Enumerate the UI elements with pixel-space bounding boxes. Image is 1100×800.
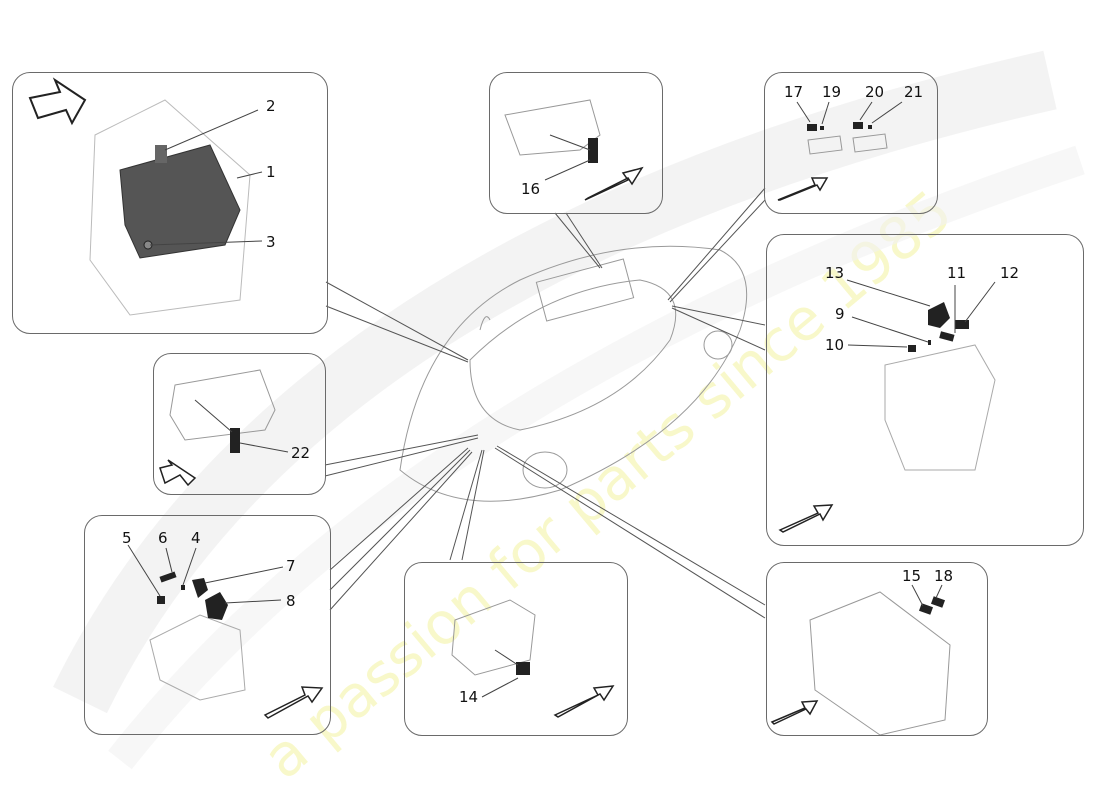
direction-arrow-icon (777, 177, 829, 201)
callout-12: 12 (1000, 264, 1020, 282)
leader-lines (324, 187, 766, 619)
callout-16: 16 (521, 180, 541, 198)
callout-5: 5 (122, 529, 132, 547)
direction-arrow-icon (778, 504, 834, 533)
callout-6: 6 (158, 529, 168, 547)
callout-11: 11 (947, 264, 967, 282)
callout-19: 19 (822, 83, 842, 101)
panel-body-control-unit (12, 72, 328, 334)
direction-arrow-icon (584, 166, 644, 201)
callout-14: 14 (459, 688, 479, 706)
callout-13: 13 (825, 264, 845, 282)
callout-20: 20 (865, 83, 885, 101)
callout-18: 18 (934, 567, 954, 585)
callout-8: 8 (286, 592, 296, 610)
callout-2: 2 (266, 97, 276, 115)
direction-arrow-icon (553, 685, 615, 718)
direction-arrow-icon (263, 686, 324, 719)
callout-22: 22 (291, 444, 311, 462)
panel-battery (766, 562, 988, 736)
direction-arrow-icon (28, 77, 87, 126)
car-outline (399, 245, 748, 502)
front-fuse-box-graphic (127, 544, 324, 719)
central-connector-graphic (451, 599, 615, 718)
callout-15: 15 (902, 567, 922, 585)
panel-central-connector (404, 562, 628, 736)
engine-fuse-box-graphic (778, 279, 996, 533)
panel-rear-relay-holder (489, 72, 663, 214)
panel-engine-fuse-box (766, 234, 1084, 546)
callout-17: 17 (784, 83, 804, 101)
panel-tail-connectors (764, 72, 938, 214)
panel-dash-fuse-box (153, 353, 326, 495)
rear-relay-holder-graphic (504, 99, 644, 201)
callout-21: 21 (904, 83, 924, 101)
callout-9: 9 (835, 305, 845, 323)
callout-7: 7 (286, 557, 296, 575)
callout-3: 3 (266, 233, 276, 251)
body-control-unit-graphic (28, 77, 263, 316)
tail-connectors-graphic (777, 101, 903, 201)
callout-4: 4 (191, 529, 201, 547)
panel-front-fuse-box (84, 515, 331, 735)
callout-1: 1 (266, 163, 276, 181)
callout-10: 10 (825, 336, 845, 354)
